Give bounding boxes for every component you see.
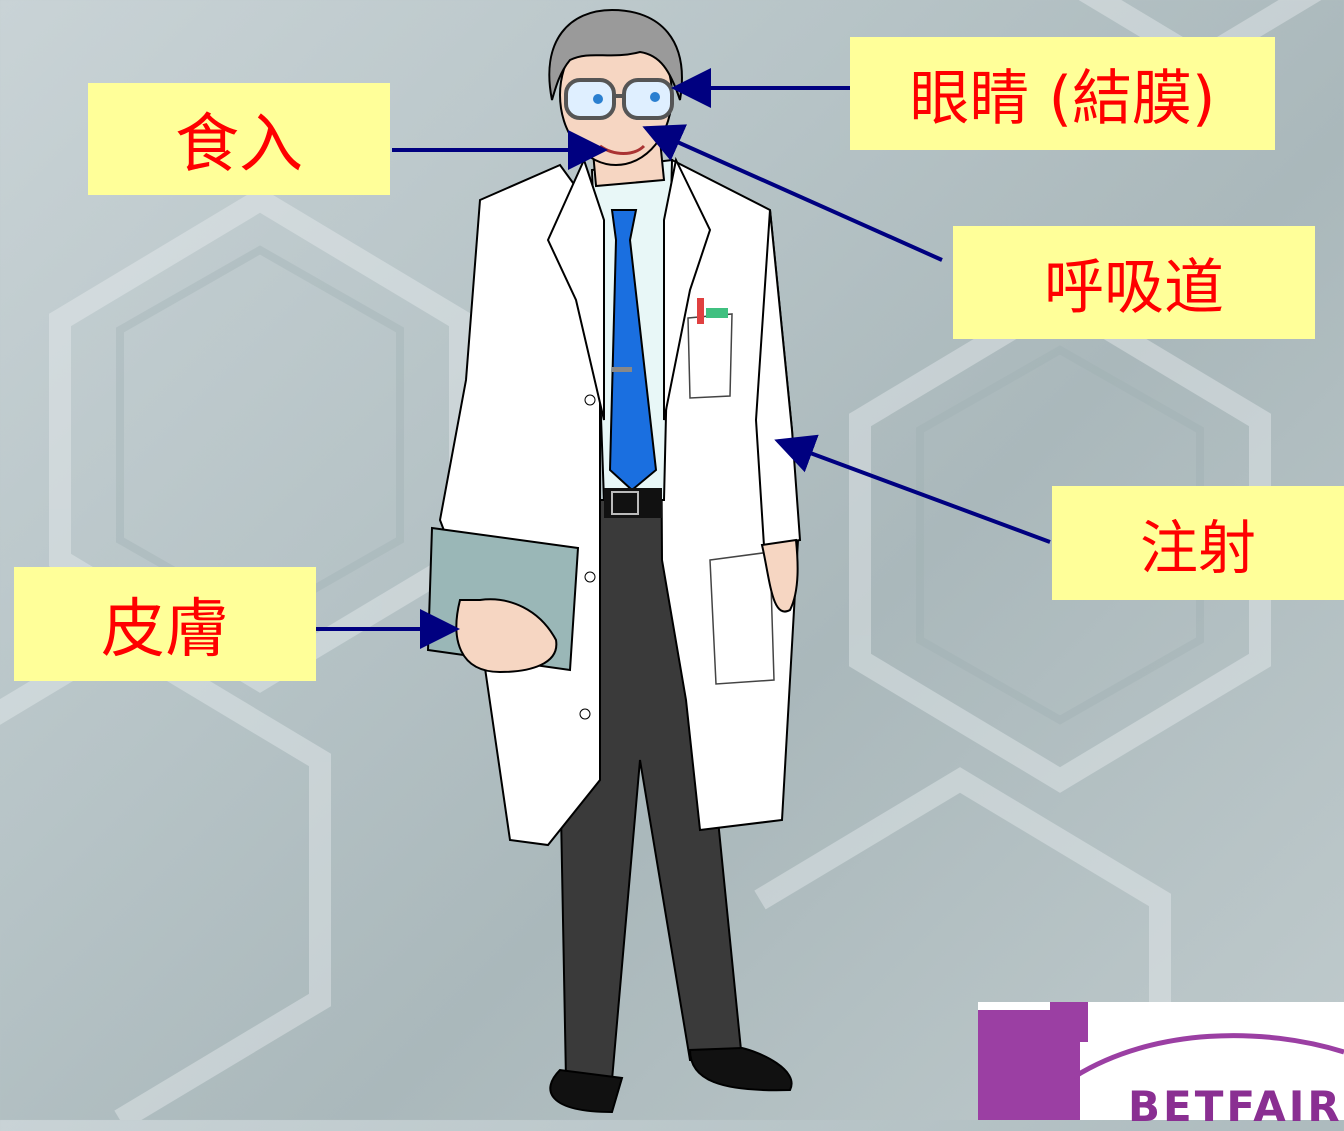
logo-swoosh-icon [1074, 1033, 1344, 1080]
eye-conjunctiva-label: 眼睛 (結膜) [850, 37, 1275, 150]
logo-tab-icon [1050, 1002, 1088, 1042]
ingestion-label: 食入 [88, 83, 390, 195]
respiratory-tract-label: 呼吸道 [953, 226, 1315, 339]
logo-text: BETFAIR [1128, 1082, 1343, 1131]
betfair-logo: BETFAIR [978, 1002, 1344, 1131]
skin-label: 皮膚 [14, 567, 316, 681]
respiratory-arrow [642, 124, 943, 262]
injection-label: 注射 [1052, 486, 1344, 600]
injection-arrow [774, 434, 1051, 544]
